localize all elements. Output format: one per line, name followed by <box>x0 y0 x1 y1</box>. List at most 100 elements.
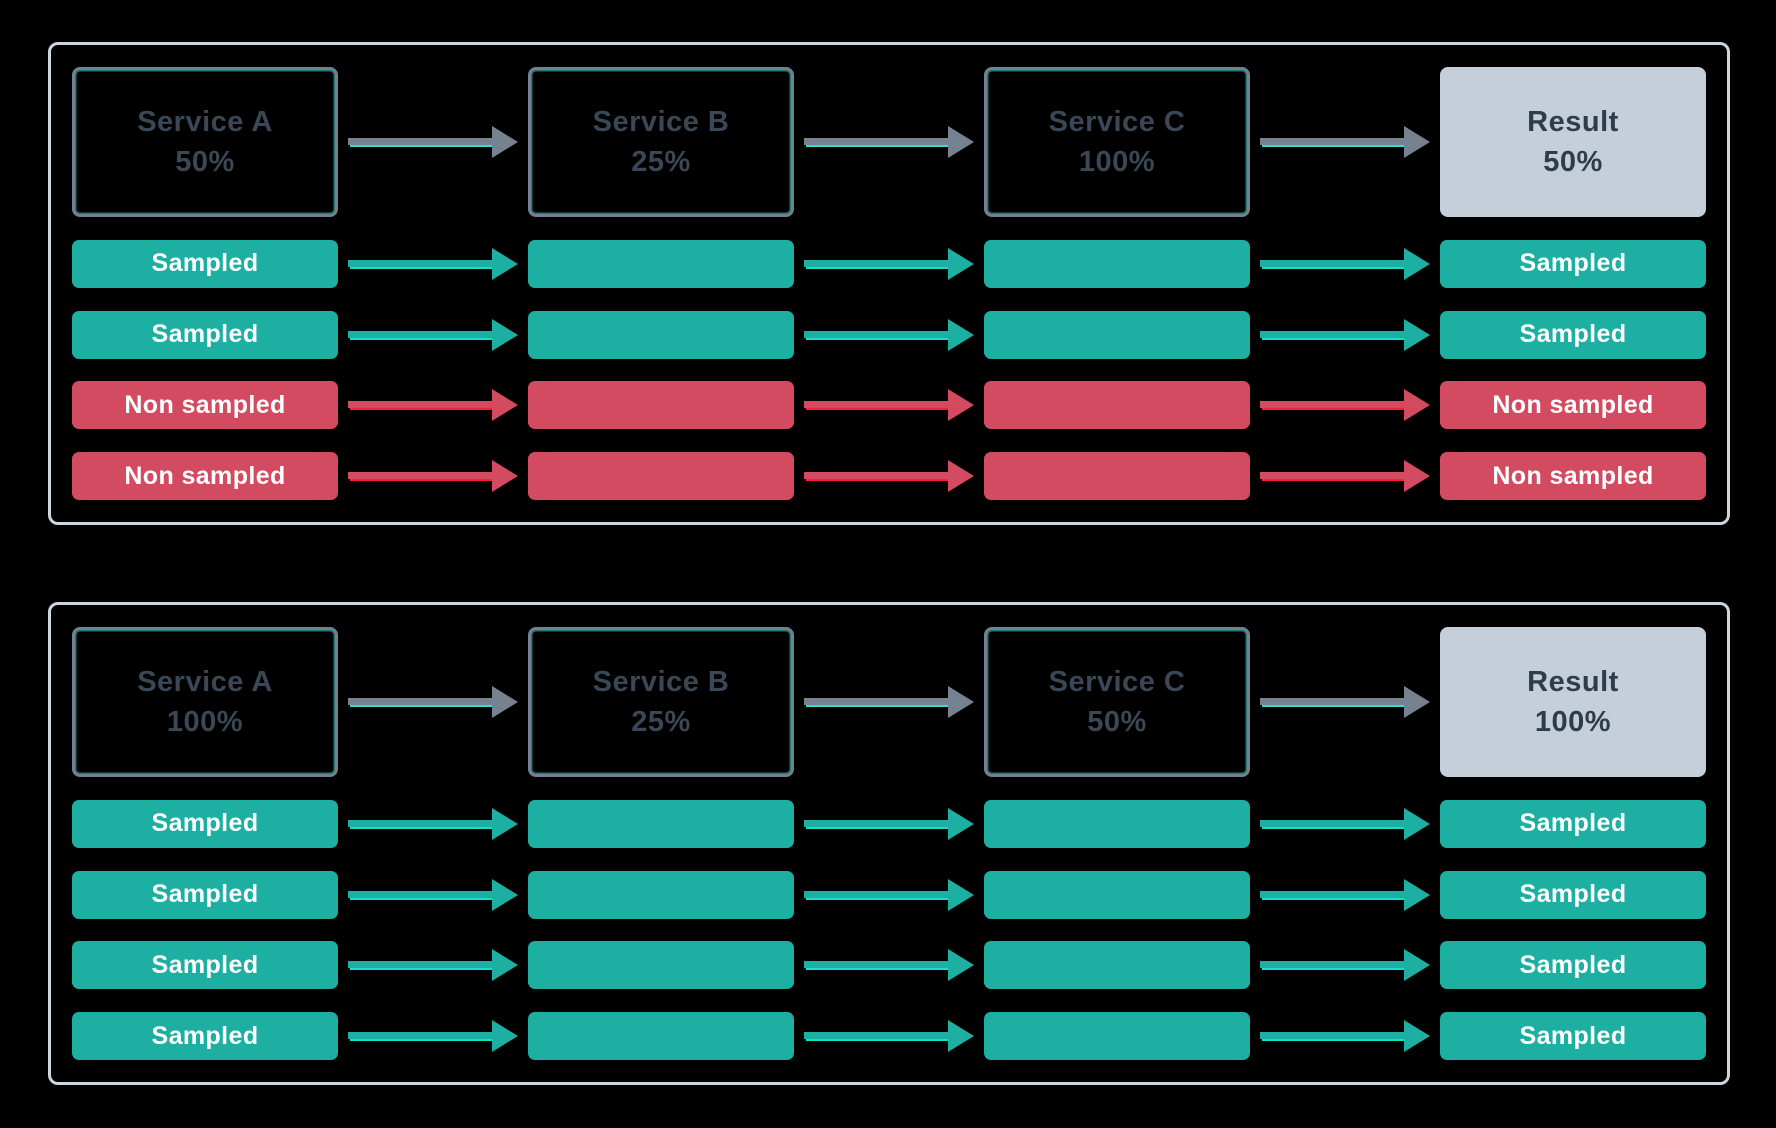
arrow-cell <box>338 949 528 982</box>
arrow-head <box>948 807 974 840</box>
arrow-cell <box>794 460 984 492</box>
arrow-head <box>948 1020 974 1052</box>
arrow-shaft <box>348 138 494 145</box>
arrow-accent-line <box>806 337 962 340</box>
trace-bar <box>528 452 794 500</box>
sampling-rate: 25% <box>631 145 691 178</box>
arrow-head <box>948 318 974 351</box>
arrow-shaft <box>804 819 950 827</box>
trace-status-label: Non sampled <box>1492 461 1654 490</box>
flow-arrow-icon <box>1260 686 1430 718</box>
arrow-shaft <box>804 472 950 479</box>
flow-arrow-icon <box>1260 389 1430 422</box>
arrow-shaft <box>348 401 494 409</box>
arrow-cell <box>338 807 528 840</box>
arrow-shaft <box>804 401 950 409</box>
arrow-accent-line <box>350 337 506 340</box>
trace-status-label: Sampled <box>1519 950 1627 979</box>
trace-bar: Sampled <box>72 239 338 288</box>
flow-arrow-icon <box>348 807 518 840</box>
arrow-head <box>492 247 518 280</box>
arrow-head <box>492 949 518 982</box>
service-name: Service C <box>1048 105 1186 138</box>
node-service-a: Service A 50% <box>72 67 338 217</box>
trace-row: Sampled Sampled <box>72 799 1706 848</box>
flow-arrow-icon <box>348 318 518 351</box>
trace-row: Sampled Sampled <box>72 310 1706 359</box>
arrow-shaft <box>804 138 950 145</box>
node-result: Result 50% <box>1440 67 1706 217</box>
service-name: Result <box>1527 105 1619 138</box>
arrow-shaft <box>804 890 950 898</box>
arrow-cell <box>338 247 528 280</box>
arrow-accent-line <box>806 705 962 707</box>
flow-arrow-icon <box>348 126 518 158</box>
flow-arrow-icon <box>804 460 974 492</box>
flow-arrow-icon <box>1260 949 1430 982</box>
arrow-shaft <box>804 259 950 267</box>
service-name: Service A <box>137 105 273 138</box>
arrow-cell <box>794 247 984 280</box>
arrow-head <box>948 389 974 422</box>
trace-bar <box>528 799 794 848</box>
arrow-head <box>492 389 518 422</box>
arrow-accent-line <box>1262 408 1418 411</box>
trace-bar: Non sampled <box>72 452 338 500</box>
node-service-a: Service A 100% <box>72 627 338 777</box>
arrow-accent-line <box>1262 968 1418 971</box>
node-result: Result 100% <box>1440 627 1706 777</box>
arrow-accent-line <box>350 145 506 147</box>
arrow-head <box>1404 318 1430 351</box>
services-row: Service A 50% Service B 25% Service C 10… <box>72 67 1706 217</box>
trace-bar: Sampled <box>72 310 338 359</box>
trace-status-label: Non sampled <box>1492 390 1654 419</box>
arrow-cell <box>338 389 528 422</box>
arrow-accent-line <box>1262 826 1418 829</box>
arrow-head <box>492 686 518 718</box>
sampling-rate: 100% <box>1078 145 1156 178</box>
arrow-head <box>948 247 974 280</box>
trace-row: Non sampled Non sampled <box>72 452 1706 500</box>
arrow-head <box>1404 1020 1430 1052</box>
trace-status-label: Sampled <box>1519 880 1627 908</box>
arrow-cell <box>794 878 984 911</box>
trace-bar: Sampled <box>72 799 338 848</box>
arrow-head <box>948 686 974 718</box>
trace-status-label: Sampled <box>151 880 259 908</box>
sampling-rate: 25% <box>631 705 691 738</box>
trace-bar <box>984 452 1250 500</box>
arrow-cell <box>794 807 984 840</box>
arrow-cell <box>1250 807 1440 840</box>
trace-status-label: Sampled <box>151 1021 259 1050</box>
arrow-shaft <box>1260 1032 1406 1039</box>
flow-arrow-icon <box>348 247 518 280</box>
sampling-rate: 50% <box>1087 705 1147 738</box>
arrow-head <box>1404 247 1430 280</box>
trace-row: Sampled Sampled <box>72 1012 1706 1060</box>
arrow-head <box>492 807 518 840</box>
arrow-head <box>492 460 518 492</box>
arrow-accent-line <box>806 1039 962 1041</box>
trace-bar: Sampled <box>1440 941 1706 990</box>
node-service-c: Service C 50% <box>984 627 1250 777</box>
arrow-head <box>1404 389 1430 422</box>
arrow-accent-line <box>350 897 506 900</box>
arrow-cell <box>794 686 984 718</box>
arrow-shaft <box>1260 961 1406 969</box>
node-service-c: Service C 100% <box>984 67 1250 217</box>
arrow-accent-line <box>1262 897 1418 900</box>
service-name: Service C <box>1048 665 1186 698</box>
arrow-cell <box>338 878 528 911</box>
arrow-shaft <box>804 330 950 338</box>
flow-arrow-icon <box>804 389 974 422</box>
arrow-cell <box>1250 247 1440 280</box>
services-row: Service A 100% Service B 25% Service C 5… <box>72 627 1706 777</box>
flow-arrow-icon <box>1260 247 1430 280</box>
flow-arrow-icon <box>1260 318 1430 351</box>
flow-arrow-icon <box>804 807 974 840</box>
trace-bar: Non sampled <box>1440 452 1706 500</box>
arrow-cell <box>794 126 984 158</box>
trace-bar <box>528 1012 794 1060</box>
arrow-accent-line <box>1262 266 1418 269</box>
arrow-shaft <box>1260 138 1406 145</box>
